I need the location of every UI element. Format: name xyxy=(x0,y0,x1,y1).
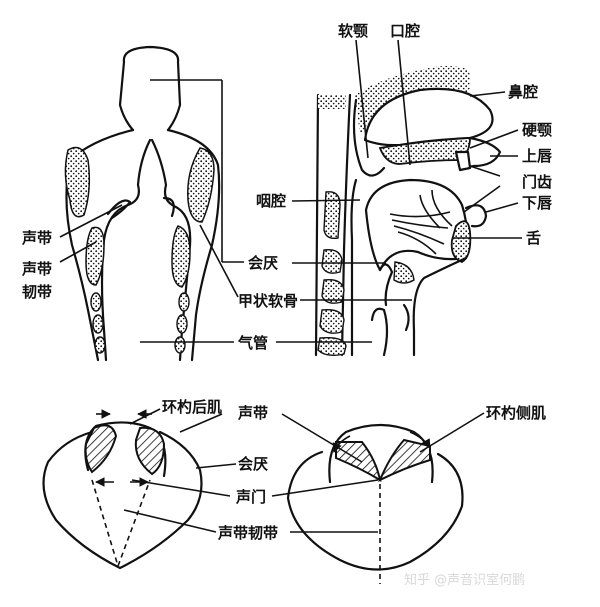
label-nasal-cavity: 鼻腔 xyxy=(508,83,538,101)
label-lower-lip: 下唇 xyxy=(522,194,553,212)
leader-lines-bottom xyxy=(124,409,484,532)
label-vocal-ligament-left-2: 韧带 xyxy=(22,283,52,301)
label-vocal-ligament-left-1: 声带 xyxy=(21,260,52,278)
label-epiglottis-top: 会厌 xyxy=(248,254,278,272)
label-posterior-cricoarytenoid: 环杓后肌 xyxy=(162,398,222,416)
glottis-closed-view xyxy=(288,425,463,584)
glottis-open-view xyxy=(44,414,202,568)
label-pharynx: 咽腔 xyxy=(256,192,286,210)
epiglottis-shape xyxy=(124,47,180,130)
label-hard-palate: 硬颚 xyxy=(522,121,552,139)
label-epiglottis-bottom: 会厌 xyxy=(238,455,268,473)
larynx-coronal-section xyxy=(65,47,219,360)
sagittal-head-section xyxy=(316,66,500,355)
label-lateral-cricoarytenoid: 环杓侧肌 xyxy=(486,404,546,422)
label-soft-palate: 软颚 xyxy=(338,22,368,40)
label-oral-cavity: 口腔 xyxy=(390,22,420,40)
label-glottis: 声门 xyxy=(235,488,266,506)
label-thyroid-cartilage: 甲状软骨 xyxy=(238,292,298,310)
label-tongue: 舌 xyxy=(526,229,541,247)
label-incisors: 门齿 xyxy=(522,173,552,191)
thyroid-cartilage-left xyxy=(65,148,89,217)
label-upper-lip: 上唇 xyxy=(522,147,553,165)
label-vocal-cord-bottom: 声带 xyxy=(237,404,268,422)
label-trachea: 气管 xyxy=(237,334,268,352)
label-vocal-cord-left: 声带 xyxy=(21,229,52,247)
watermark: 知乎 @声音识室何鹏 xyxy=(404,572,525,588)
thyroid-cartilage-right xyxy=(188,148,214,222)
label-vocal-ligament-bottom: 声带韧带 xyxy=(217,524,278,542)
